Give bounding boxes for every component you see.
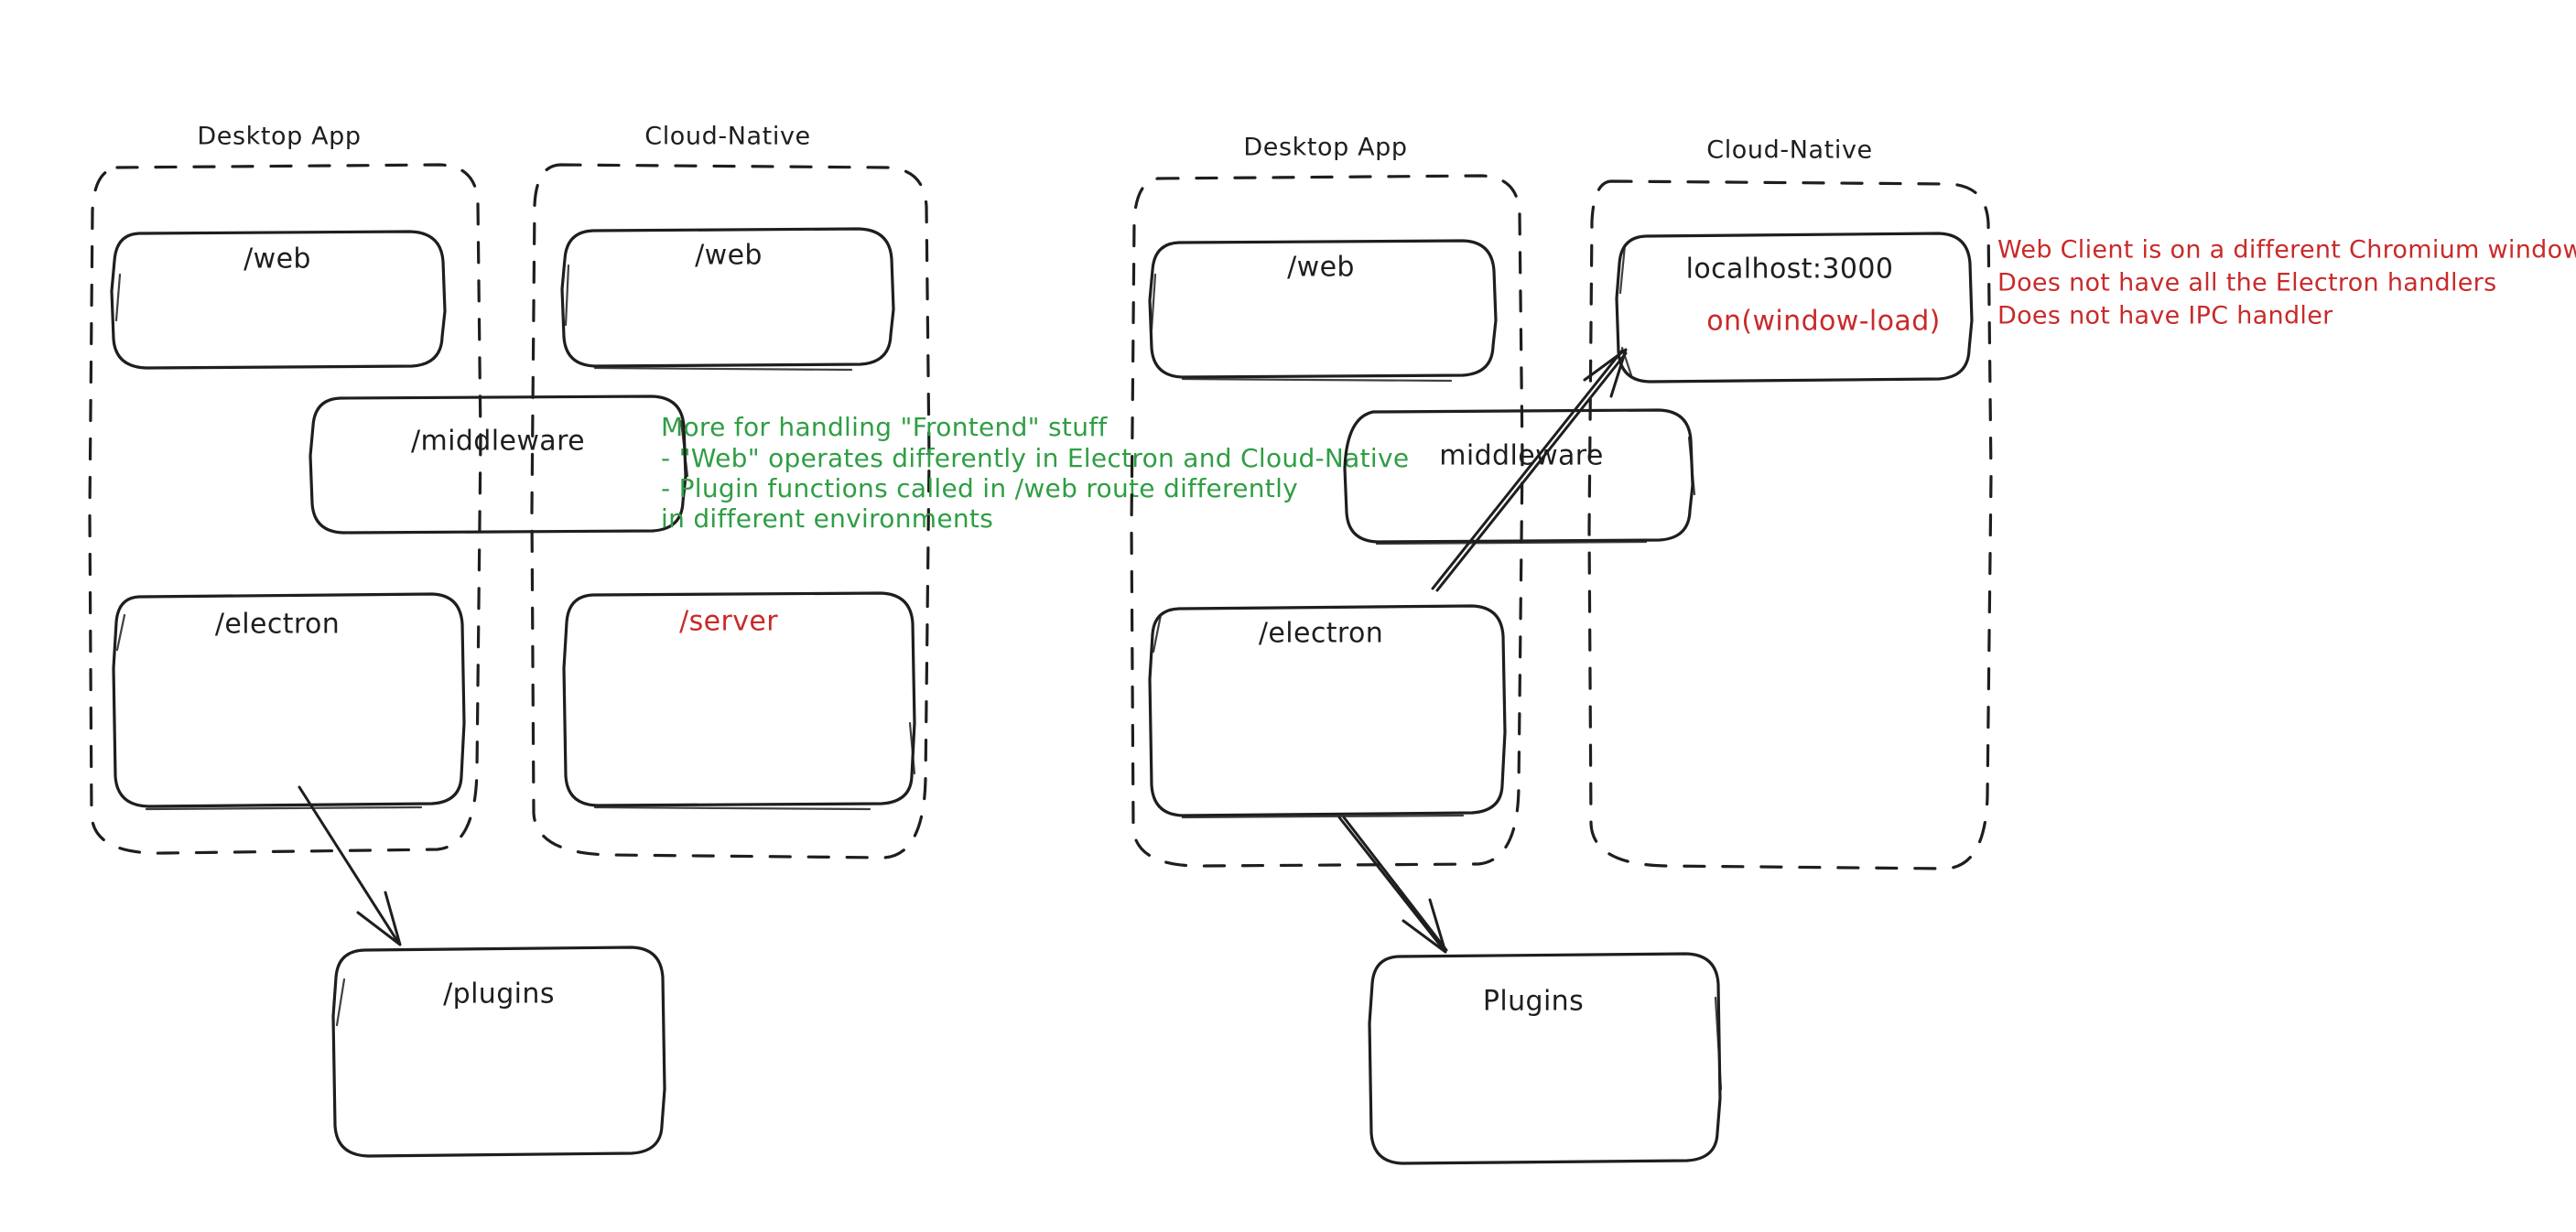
group-left-desktop-app[interactable]: Desktop App: [88, 123, 482, 855]
note-green-line-2: - "Web" operates differently in Electron…: [661, 443, 1409, 473]
edge-right-electron-to-localhost-line-2: [1435, 351, 1628, 592]
edge-right-electron-to-plugins-head: [1402, 898, 1447, 954]
group-right-cloud-native-label: Cloud-Native: [1706, 136, 1873, 165]
node-right-electron-outline: [1148, 604, 1507, 817]
node-right-desktop-web[interactable]: /web: [1148, 239, 1498, 383]
node-right-desktop-web-outline-2: [1150, 273, 1157, 331]
node-left-plugins[interactable]: /plugins: [331, 946, 666, 1158]
node-right-middleware-outline-3: [1375, 540, 1648, 546]
node-right-middleware-label: middleware: [1439, 440, 1604, 472]
group-left-cloud-native[interactable]: Cloud-Native: [530, 123, 931, 859]
node-left-server-outline-2: [908, 721, 916, 775]
edge-left-electron-to-plugins: [298, 785, 402, 946]
node-right-desktop-web-label: /web: [1287, 252, 1355, 284]
node-right-localhost-sublabel: on(window-load): [1706, 306, 1941, 338]
node-left-electron-outline: [112, 592, 466, 808]
note-green-line-1: More for handling "Frontend" stuff: [661, 412, 1108, 442]
edge-right-electron-to-plugins: [1337, 816, 1448, 954]
note-green-line-3: - Plugin functions called in /web route …: [661, 473, 1298, 503]
node-left-middleware-outline: [308, 394, 687, 535]
note-green-line-4: in different environments: [661, 503, 993, 534]
node-left-plugins-outline-2: [335, 978, 346, 1027]
note-red-line-3: Does not have IPC handler: [1997, 302, 2333, 330]
node-left-electron[interactable]: /electron: [112, 592, 466, 811]
note-red: Web Client is on a different Chromium wi…: [1997, 236, 2576, 330]
note-red-line-1: Web Client is on a different Chromium wi…: [1997, 236, 2576, 265]
note-red-line-2: Does not have all the Electron handlers: [1997, 269, 2496, 297]
node-right-desktop-web-outline: [1148, 239, 1498, 379]
node-left-electron-outline-2: [115, 613, 126, 652]
edge-right-electron-to-plugins-line-2: [1342, 816, 1448, 952]
edge-right-electron-to-localhost-head: [1583, 348, 1628, 398]
group-right-desktop-app-outline: [1130, 174, 1524, 868]
node-left-server-outline-3: [593, 805, 871, 811]
node-left-server-outline: [562, 591, 916, 807]
node-right-localhost-outline-2: [1618, 243, 1633, 377]
node-left-cloud-web-outline: [560, 227, 895, 368]
node-right-middleware-outline-2: [1687, 436, 1696, 496]
node-left-cloud-web-outline-3: [593, 366, 853, 372]
node-left-cloud-web-outline-2: [564, 264, 570, 327]
group-right-cloud-native[interactable]: Cloud-Native: [1587, 136, 1993, 870]
edge-left-electron-to-plugins-line: [298, 785, 399, 943]
node-right-plugins-outline-2: [1714, 996, 1723, 1091]
node-right-plugins-outline: [1368, 952, 1722, 1165]
node-left-desktop-web-outline: [110, 230, 447, 370]
node-right-electron-label: /electron: [1259, 618, 1383, 650]
node-right-localhost-outline: [1615, 232, 1974, 384]
node-right-desktop-web-outline-3: [1181, 377, 1453, 383]
node-left-middleware-outline-2: [679, 419, 689, 478]
node-right-electron-outline-2: [1152, 613, 1163, 654]
node-right-plugins-label: Plugins: [1483, 986, 1584, 1018]
node-left-electron-outline-3: [145, 805, 423, 811]
node-left-desktop-web-label: /web: [244, 243, 311, 276]
edge-right-electron-to-plugins-line: [1337, 816, 1444, 949]
node-right-middleware[interactable]: middleware: [1343, 408, 1696, 546]
node-right-electron-outline-3: [1181, 814, 1465, 819]
node-right-middleware-outline: [1343, 408, 1694, 544]
node-left-electron-label: /electron: [215, 609, 340, 641]
node-left-cloud-web[interactable]: /web: [560, 227, 895, 372]
edge-right-electron-to-localhost-line: [1431, 349, 1624, 590]
node-right-localhost[interactable]: localhost:3000 on(window-load): [1615, 232, 1974, 384]
group-left-cloud-native-label: Cloud-Native: [644, 123, 811, 151]
node-left-cloud-web-label: /web: [695, 240, 763, 272]
node-left-server[interactable]: /server: [562, 591, 916, 811]
group-left-desktop-app-label: Desktop App: [197, 123, 361, 151]
group-right-desktop-app-label: Desktop App: [1243, 134, 1407, 162]
node-right-electron[interactable]: /electron: [1148, 604, 1507, 819]
group-right-desktop-app[interactable]: Desktop App: [1130, 134, 1524, 868]
group-left-desktop-app-outline: [88, 163, 482, 855]
node-left-desktop-web[interactable]: /web: [110, 230, 447, 370]
node-left-plugins-label: /plugins: [443, 978, 555, 1010]
node-left-middleware[interactable]: /middleware: [308, 394, 689, 535]
node-left-desktop-web-outline-2: [114, 273, 122, 322]
group-right-cloud-native-outline: [1587, 179, 1993, 870]
note-green: More for handling "Frontend" stuff - "We…: [661, 412, 1409, 534]
node-left-plugins-outline: [331, 946, 666, 1158]
node-left-server-label: /server: [679, 606, 778, 638]
edge-left-electron-to-plugins-head: [356, 891, 402, 946]
node-right-plugins[interactable]: Plugins: [1368, 952, 1723, 1165]
edge-right-electron-to-localhost: [1431, 348, 1628, 592]
node-right-localhost-label: localhost:3000: [1686, 254, 1894, 286]
node-left-middleware-label: /middleware: [411, 426, 585, 458]
group-left-cloud-native-outline: [530, 163, 931, 859]
